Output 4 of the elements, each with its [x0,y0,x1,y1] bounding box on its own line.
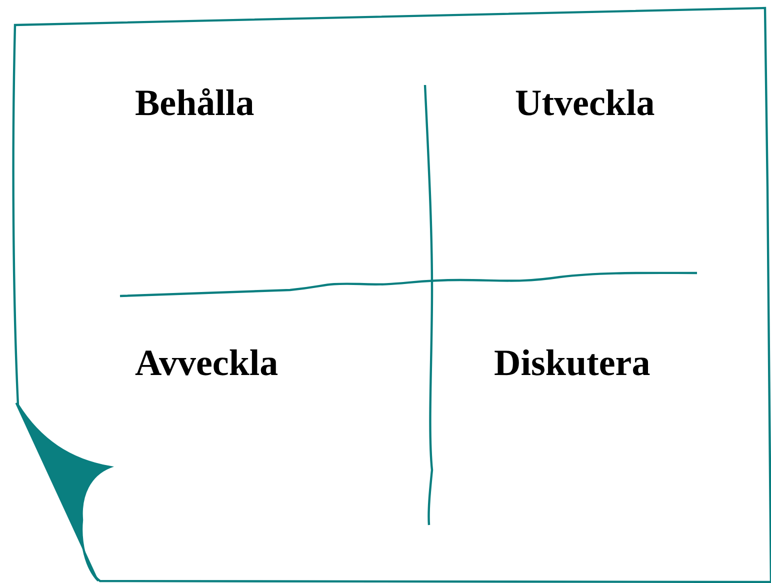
quadrant-label: Utveckla [515,85,655,122]
quadrant-label: Behålla [135,85,254,122]
quadrant-label: Diskutera [494,345,650,382]
quadrant-label: Avveckla [135,345,278,382]
